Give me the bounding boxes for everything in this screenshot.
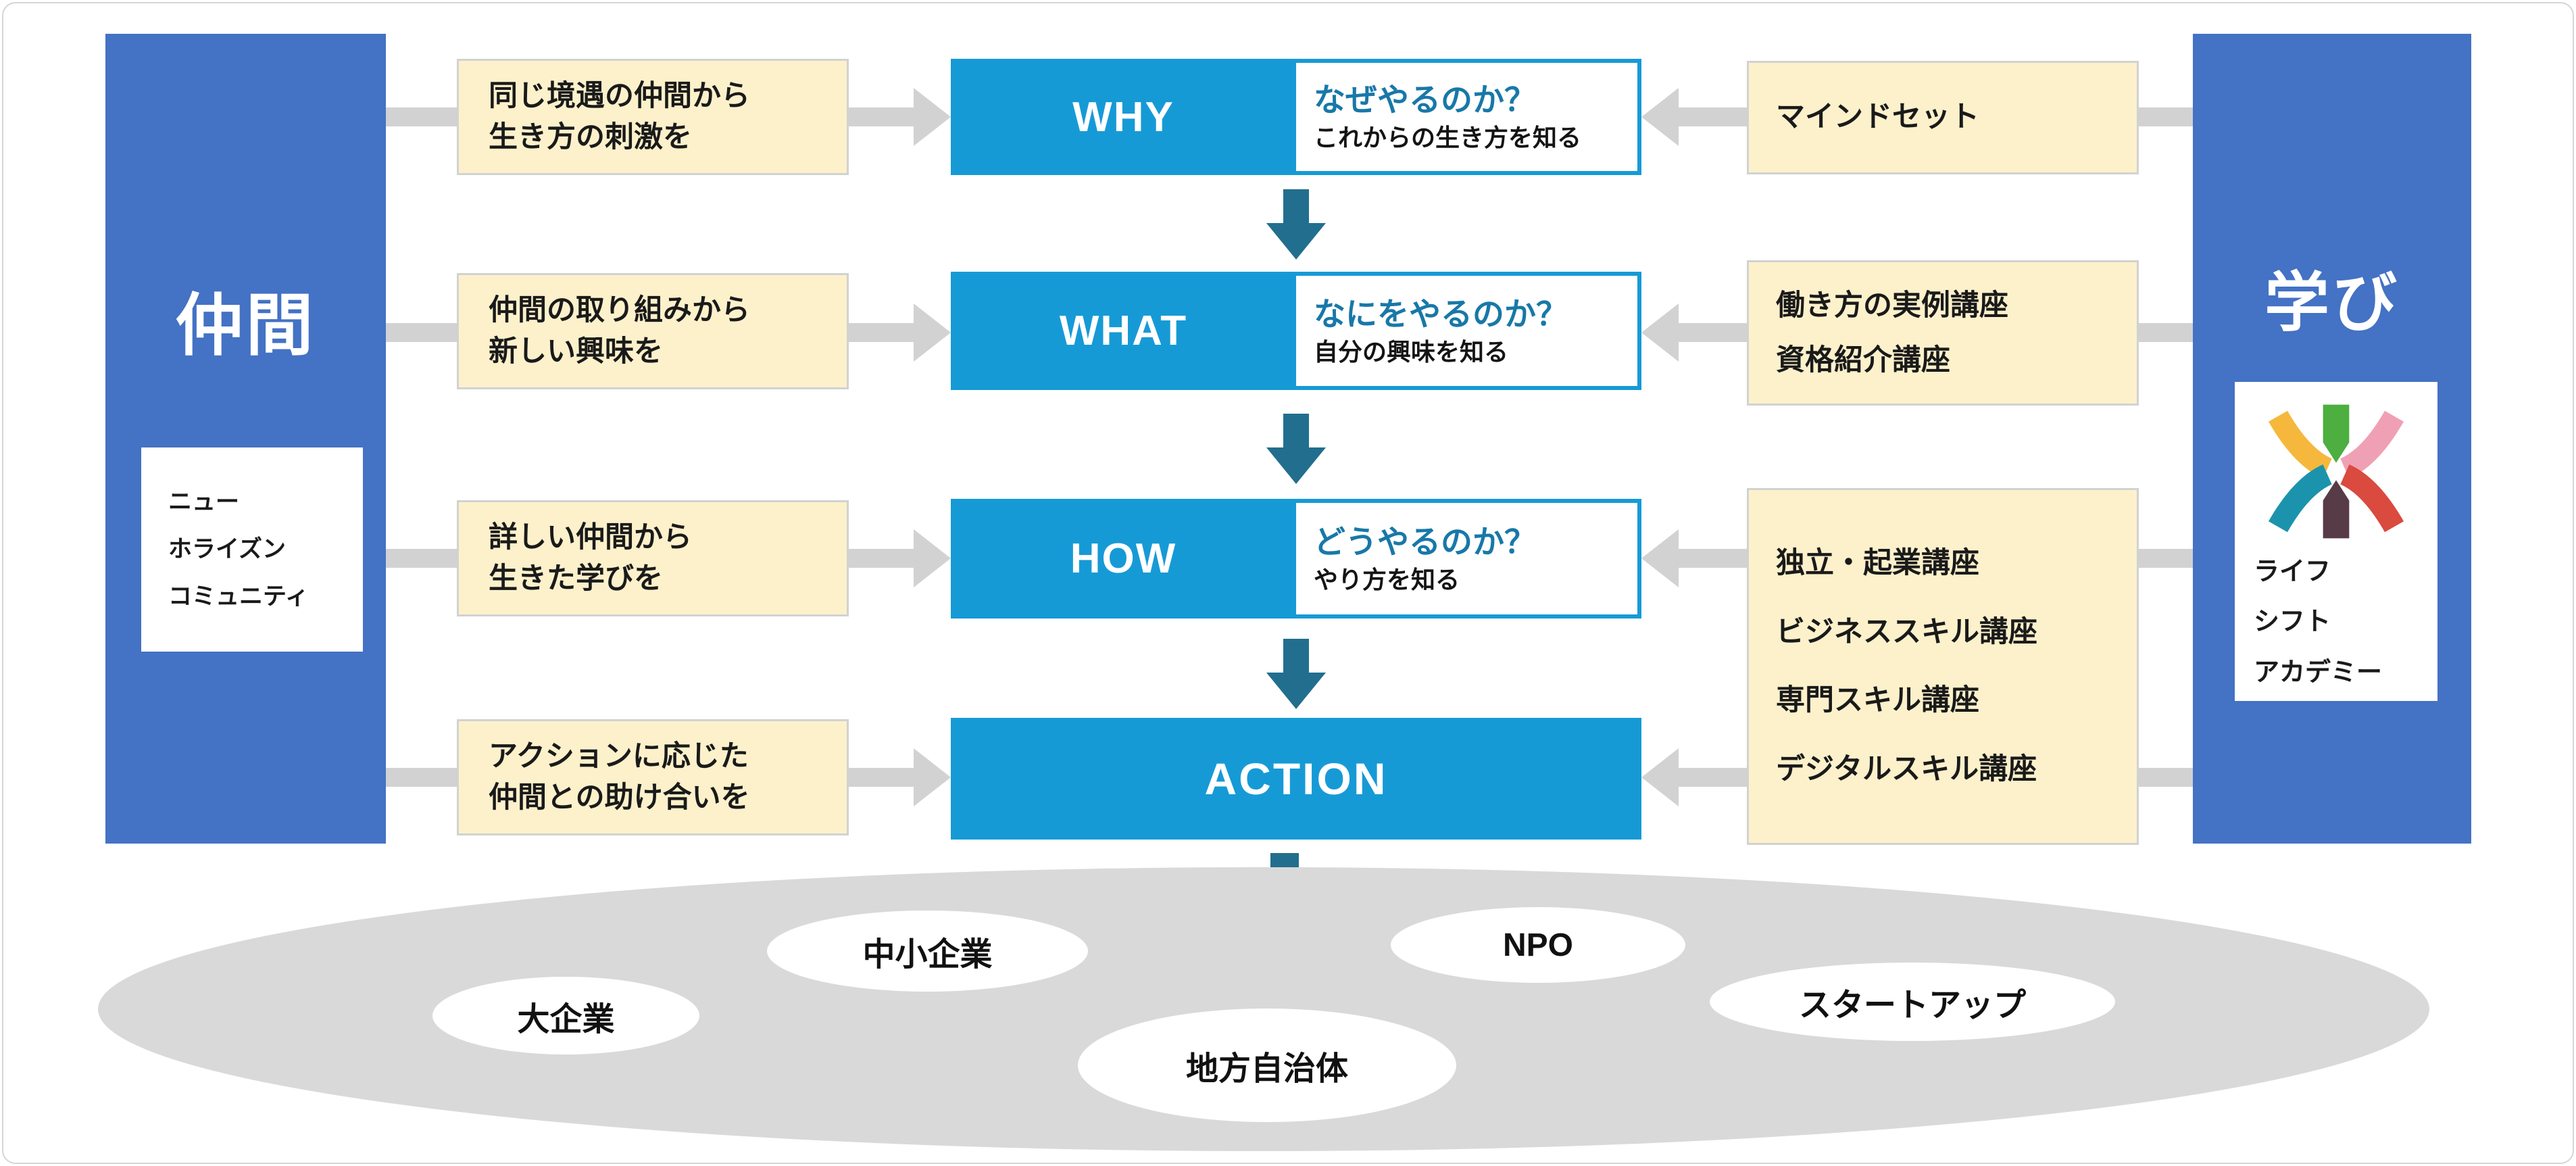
step-how: HOW どうやるのか？ やり方を知る — [951, 499, 1641, 618]
step-action: ACTION — [951, 718, 1641, 840]
arrow-down-icon — [1266, 447, 1326, 484]
arrow-left-icon — [1641, 303, 1679, 362]
note-line: デジタルスキル講座 — [1776, 753, 2037, 786]
academy-logo-line: ライフ — [2254, 558, 2331, 587]
arrow-right-icon — [914, 88, 951, 146]
connector-bar — [2139, 768, 2193, 787]
peers-panel-title: 仲間 — [175, 288, 316, 364]
arrow-left-icon — [1641, 88, 1679, 146]
arrow-right-icon — [914, 748, 951, 806]
question-text: どうやるのか？ — [1314, 523, 1536, 560]
connector-bar — [849, 768, 914, 787]
destination-large-company: 大企業 — [432, 977, 699, 1054]
note-line: 新しい興味を — [489, 335, 663, 368]
step-action-keyword: ACTION — [1204, 754, 1388, 804]
note-mindset: マインドセット — [1747, 61, 2139, 174]
note-line: 資格紹介講座 — [1776, 343, 1950, 376]
answer-text: これからの生き方を知る — [1314, 124, 1582, 152]
arrow-down-icon — [1283, 414, 1309, 447]
academy-logo-line: アカデミー — [2254, 658, 2383, 687]
arrow-left-icon — [1641, 748, 1679, 806]
destination-startup: スタートアップ — [1710, 963, 2115, 1041]
step-what-question-box: なにをやるのか？ 自分の興味を知る — [1296, 276, 1637, 386]
note-line: 生き方の刺激を — [489, 121, 692, 153]
note-line: 詳しい仲間から — [489, 520, 692, 554]
note-line: 専門スキル講座 — [1776, 684, 1979, 717]
step-why-keyword: WHY — [1072, 93, 1174, 141]
step-how-keyword: HOW — [1070, 535, 1177, 582]
note-line: 働き方の実例講座 — [1776, 289, 2008, 322]
arrow-left-icon — [1641, 529, 1679, 587]
arrow-right-icon — [914, 303, 951, 362]
note-line: マインドセット — [1776, 101, 1979, 134]
community-box: ニュー ホライズン コミュニティ — [141, 447, 363, 652]
connector-bar — [1679, 549, 1747, 568]
arrow-down-icon — [1283, 189, 1309, 223]
arrow-down-icon — [1266, 673, 1326, 709]
destination-sme: 中小企業 — [767, 910, 1088, 992]
connector-bar — [2139, 323, 2193, 342]
note-how-left: 詳しい仲間から 生きた学びを — [457, 500, 849, 616]
note-line: ビジネススキル講座 — [1776, 615, 2037, 648]
connector-bar — [386, 107, 457, 126]
connector-bar — [849, 549, 914, 568]
destination-npo: NPO — [1391, 907, 1685, 983]
note-why-left: 同じ境遇の仲間から 生き方の刺激を — [457, 59, 849, 175]
learning-panel: 学び ライフ シフト アカデミー — [2193, 34, 2471, 844]
community-line: ニュー — [168, 489, 240, 515]
arrow-right-icon — [914, 529, 951, 587]
community-line: コミュニティ — [168, 583, 309, 610]
peers-panel: 仲間 ニュー ホライズン コミュニティ — [105, 34, 386, 844]
connector-bar — [849, 107, 914, 126]
note-courses-what: 働き方の実例講座 資格紹介講座 — [1747, 260, 2139, 406]
note-line: アクションに応じた — [489, 739, 749, 773]
note-action-left: アクションに応じた 仲間との助け合いを — [457, 719, 849, 835]
connector-bar — [1679, 107, 1747, 126]
step-what: WHAT なにをやるのか？ 自分の興味を知る — [951, 272, 1641, 390]
academy-pinwheel-icon — [2269, 404, 2404, 539]
question-text: なにをやるのか？ — [1314, 295, 1568, 332]
arrow-down-icon — [1266, 223, 1326, 260]
question-text: なぜやるのか？ — [1314, 82, 1536, 118]
academy-logo-line: シフト — [2254, 608, 2331, 637]
answer-text: やり方を知る — [1314, 565, 1460, 593]
connector-bar — [2139, 549, 2193, 568]
step-why: WHY なぜやるのか？ これからの生き方を知る — [951, 59, 1641, 175]
connector-bar — [2139, 107, 2193, 126]
step-what-keyword: WHAT — [1059, 308, 1188, 354]
note-line: 生きた学びを — [489, 562, 663, 595]
academy-logo-text: ライフ シフト アカデミー — [2235, 547, 2437, 697]
note-line: 同じ境遇の仲間から — [489, 79, 750, 112]
note-what-left: 仲間の取り組みから 新しい興味を — [457, 273, 849, 389]
note-line: 独立・起業講座 — [1776, 546, 1979, 579]
connector-bar — [386, 768, 457, 787]
destination-local-government: 地方自治体 — [1078, 1009, 1456, 1122]
note-line: 仲間の取り組みから — [489, 293, 750, 326]
step-how-question-box: どうやるのか？ やり方を知る — [1296, 503, 1637, 614]
community-line: ホライズン — [168, 536, 286, 562]
connector-bar — [1679, 768, 1747, 787]
connector-bar — [1679, 323, 1747, 342]
academy-logo-box: ライフ シフト アカデミー — [2235, 382, 2437, 701]
connector-bar — [849, 323, 914, 342]
connector-bar — [386, 549, 457, 568]
connector-bar — [386, 323, 457, 342]
answer-text: 自分の興味を知る — [1314, 337, 1509, 366]
note-courses-list: 独立・起業講座 ビジネススキル講座 専門スキル講座 デジタルスキル講座 — [1747, 488, 2139, 845]
note-line: 仲間との助け合いを — [489, 781, 750, 814]
step-why-question-box: なぜやるのか？ これからの生き方を知る — [1296, 63, 1637, 171]
learning-panel-title: 学び — [2264, 267, 2400, 339]
arrow-down-icon — [1283, 639, 1309, 673]
